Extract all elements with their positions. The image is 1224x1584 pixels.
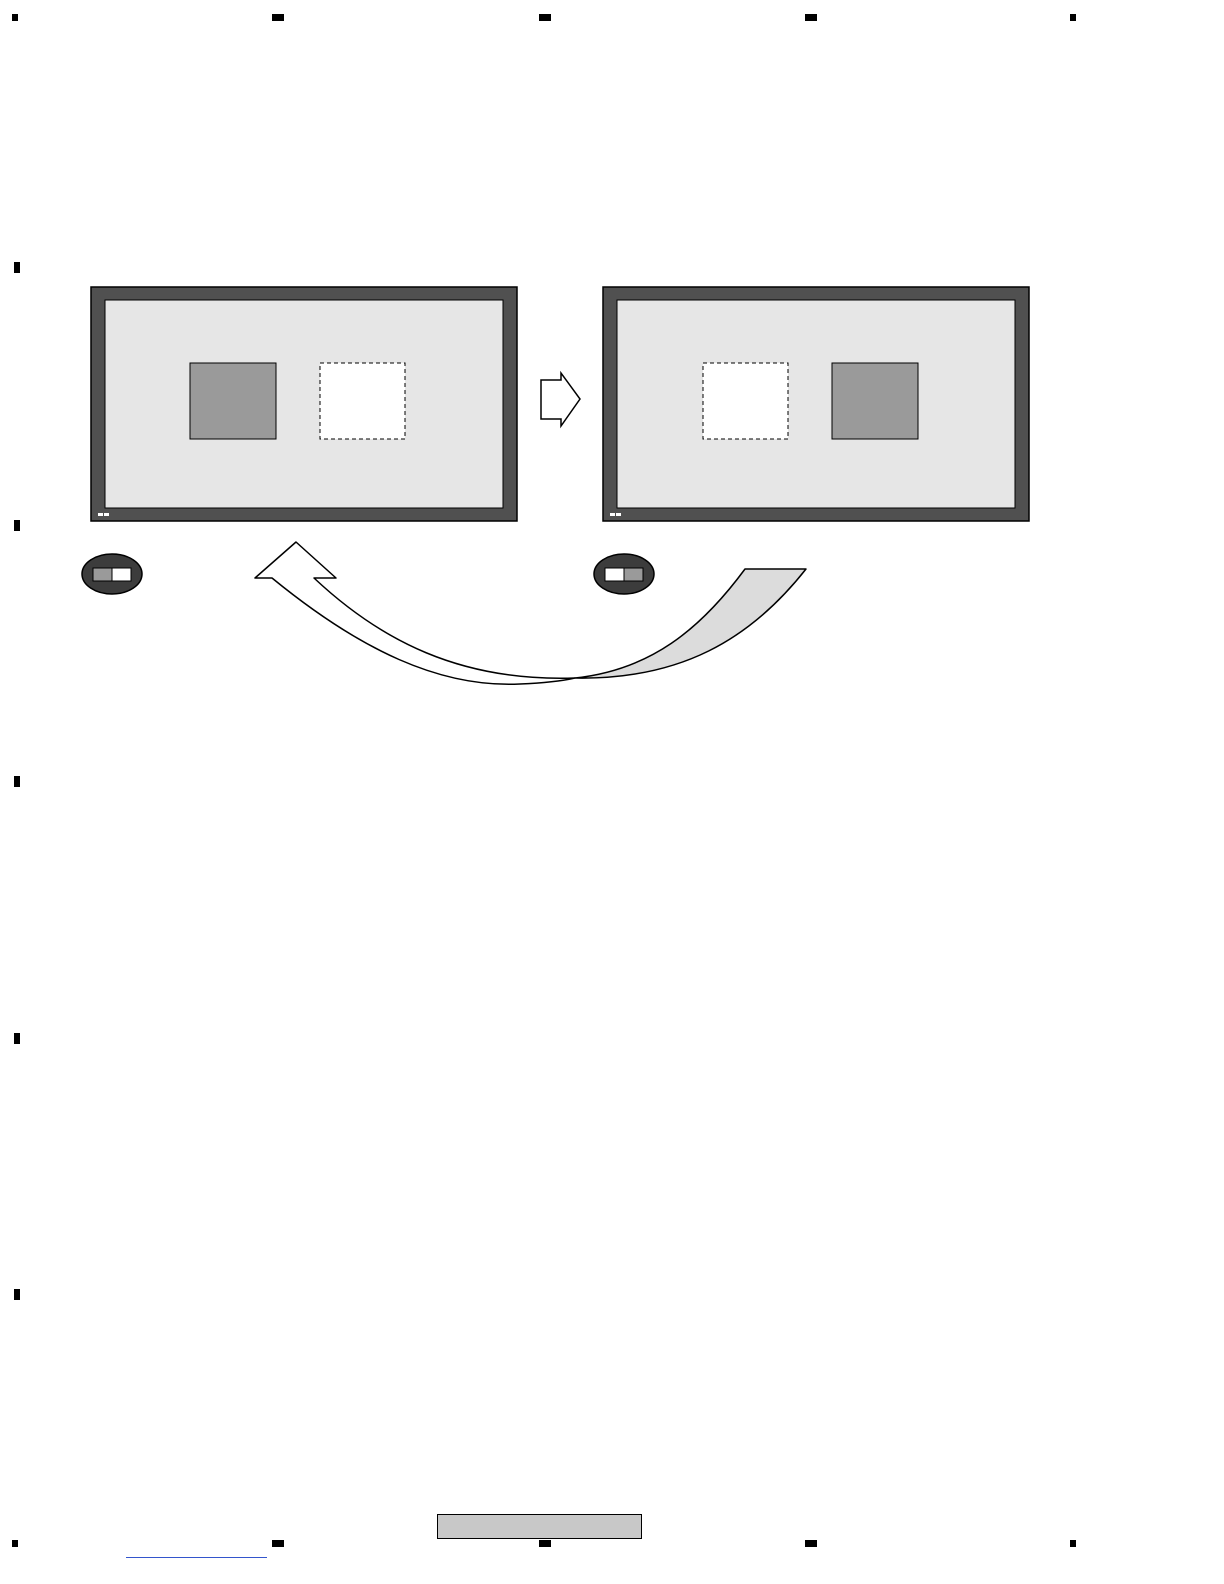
curved-return-arrow-icon bbox=[255, 542, 575, 684]
inactive-window bbox=[703, 363, 788, 439]
registration-mark-bottom-5 bbox=[1070, 1540, 1076, 1547]
swap-switch-icon bbox=[594, 554, 654, 594]
window-swap-diagram bbox=[0, 0, 1224, 760]
display-screen bbox=[105, 300, 503, 508]
right-arrow-icon bbox=[541, 373, 580, 426]
switch-segment-right bbox=[624, 568, 643, 581]
registration-mark-left-3 bbox=[14, 776, 20, 787]
swap-switch-icon bbox=[82, 554, 142, 594]
registration-mark-left-4 bbox=[14, 1033, 20, 1044]
active-window bbox=[190, 363, 276, 439]
active-window bbox=[832, 363, 918, 439]
registration-mark-left-5 bbox=[14, 1289, 20, 1300]
switch-segment-left bbox=[93, 568, 112, 581]
page-number-box bbox=[437, 1514, 642, 1539]
registration-mark-bottom-3 bbox=[539, 1540, 551, 1547]
registration-mark-bottom-4 bbox=[805, 1540, 817, 1547]
switch-segment-left bbox=[605, 568, 624, 581]
footer-link-underline bbox=[126, 1557, 267, 1558]
display-screen bbox=[617, 300, 1015, 508]
registration-mark-bottom-2 bbox=[272, 1540, 284, 1547]
display-before bbox=[91, 287, 517, 521]
switch-segment-right bbox=[112, 568, 131, 581]
display-after bbox=[603, 287, 1029, 521]
registration-mark-bottom-1 bbox=[12, 1540, 18, 1547]
inactive-window bbox=[320, 363, 405, 439]
